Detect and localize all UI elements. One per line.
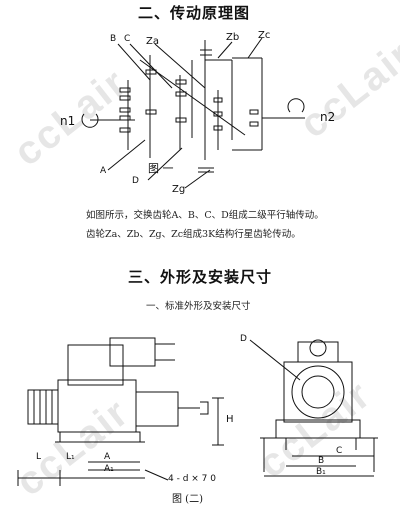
figure-2-caption: 图 (二) <box>172 494 203 505</box>
dim-a-label: A <box>104 452 111 462</box>
label-a: A <box>100 166 107 176</box>
output-rotation-arrow <box>287 98 305 113</box>
label-za: Za <box>146 36 159 47</box>
section-2-heading: 二、传动原理图 <box>138 4 251 22</box>
label-d: D <box>132 176 139 186</box>
dim-l-label: L <box>36 452 42 462</box>
front-label-b: B <box>318 456 325 466</box>
lifting-eye <box>309 339 327 357</box>
end-cover <box>27 389 59 425</box>
front-label-c: C <box>336 446 343 456</box>
label-zg: Zg <box>172 184 186 195</box>
label-n1: n1 <box>60 114 76 128</box>
section-3-heading: 三、外形及安装尺寸 <box>128 268 273 286</box>
dim-l1-label: L₁ <box>66 452 75 462</box>
section-3-subheading: 一、标准外形及安装尺寸 <box>146 301 251 312</box>
description-line-1: 如图所示，交换齿轮A、B、C、D组成二级平行轴传动。 <box>86 210 324 221</box>
label-c: C <box>124 34 131 44</box>
label-zc: Zc <box>258 30 271 41</box>
bolt-callout: 4 - d × 7 0 <box>168 474 216 484</box>
front-label-b1: B₁ <box>316 467 326 477</box>
label-b: B <box>110 34 117 44</box>
front-label-d: D <box>240 334 247 344</box>
gearbox-body <box>57 379 137 433</box>
base-plate <box>59 431 141 443</box>
front-base <box>275 419 361 439</box>
description-line-2: 齿轮Za、Zb、Zg、Zc组成3K结构行星齿轮传动。 <box>86 229 301 240</box>
figure-1-caption: 图 一 <box>148 162 174 175</box>
label-n2: n2 <box>320 110 336 124</box>
input-rotation-arrow <box>81 113 99 128</box>
front-flange-outer <box>291 365 345 419</box>
dim-a1-label: A₁ <box>104 464 114 474</box>
dim-h-label: H <box>226 414 234 425</box>
front-flange-inner <box>301 375 335 409</box>
label-zb: Zb <box>226 32 240 43</box>
motor-body <box>67 344 124 386</box>
